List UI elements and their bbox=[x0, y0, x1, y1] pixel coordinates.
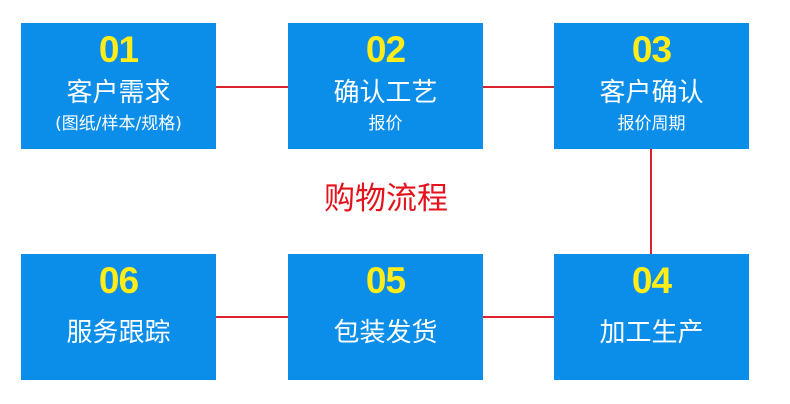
step-number-02: 02 bbox=[365, 29, 406, 70]
connector-02-03 bbox=[483, 86, 555, 88]
step-number-04: 04 bbox=[631, 260, 672, 301]
step-subtitle-03: 报价周期 bbox=[617, 114, 686, 134]
step-title-03: 客户确认 bbox=[599, 78, 704, 108]
step-box-06: 06 服务跟踪 bbox=[21, 254, 216, 380]
step-title-04: 加工生产 bbox=[599, 318, 704, 348]
connector-05-06 bbox=[216, 316, 288, 318]
step-number-03: 03 bbox=[631, 29, 672, 70]
step-number-05: 05 bbox=[365, 260, 406, 301]
step-number-06: 06 bbox=[98, 260, 139, 301]
step-box-03: 03 客户确认 报价周期 bbox=[554, 23, 749, 149]
step-subtitle-01: (图纸/样本/规格) bbox=[55, 114, 182, 134]
step-number-01: 01 bbox=[98, 29, 139, 70]
connector-01-02 bbox=[216, 86, 288, 88]
step-box-02: 02 确认工艺 报价 bbox=[288, 23, 483, 149]
step-title-06: 服务跟踪 bbox=[66, 318, 171, 348]
diagram-title: 购物流程 bbox=[324, 181, 448, 217]
step-box-04: 04 加工生产 bbox=[554, 254, 749, 380]
step-title-01: 客户需求 bbox=[66, 78, 171, 108]
step-box-05: 05 包装发货 bbox=[288, 254, 483, 380]
connector-04-05 bbox=[483, 316, 555, 318]
step-title-02: 确认工艺 bbox=[333, 78, 438, 108]
step-box-01: 01 客户需求 (图纸/样本/规格) bbox=[21, 23, 216, 149]
step-subtitle-02: 报价 bbox=[368, 114, 403, 134]
step-title-05: 包装发货 bbox=[333, 318, 438, 348]
connector-03-04 bbox=[650, 149, 652, 254]
